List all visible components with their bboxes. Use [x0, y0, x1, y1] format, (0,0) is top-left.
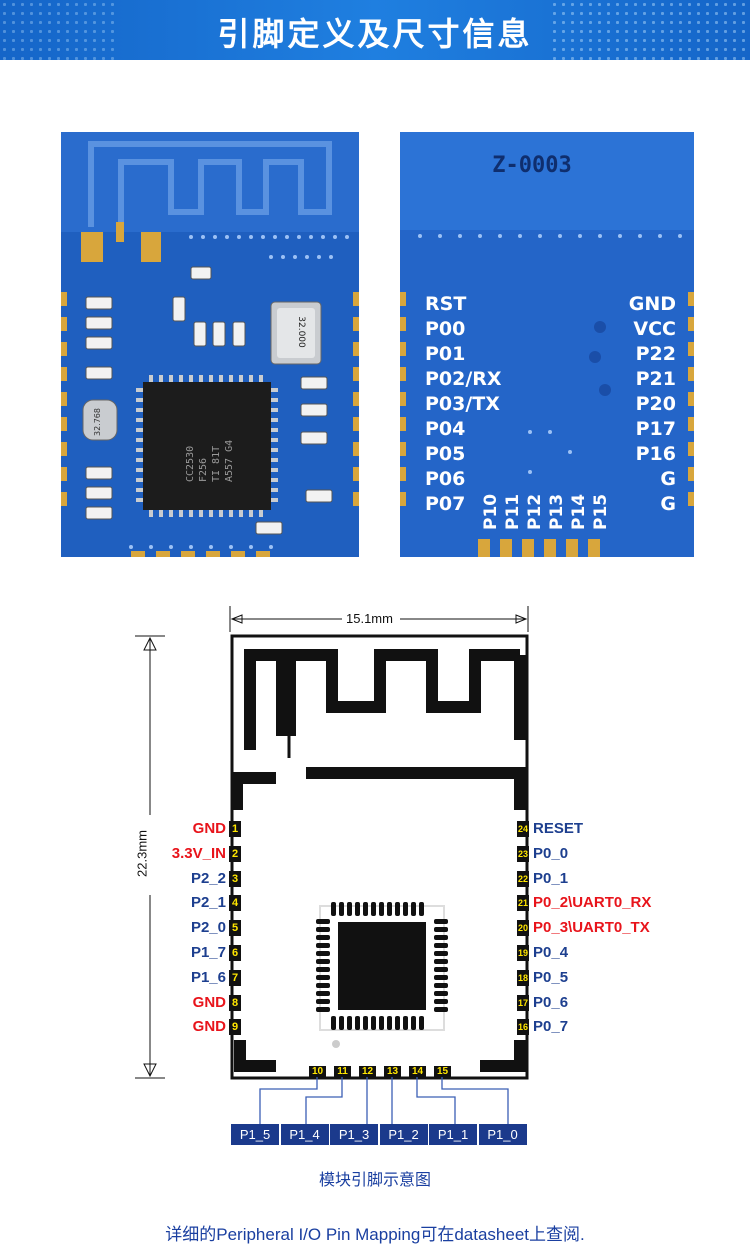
right-pin-label: P0_6: [533, 993, 569, 1011]
right-pin-label: P0_0: [533, 844, 569, 862]
svg-text:P20: P20: [636, 393, 676, 415]
footer-note: 详细的Peripheral I/O Pin Mapping可在datasheet…: [165, 1225, 585, 1244]
bottom-pin-label: P1_2: [379, 1124, 428, 1145]
left-pin-number: 9: [229, 1019, 241, 1036]
bottom-pin-number: 13: [384, 1066, 401, 1077]
bottom-pin-label: P1_4: [280, 1124, 329, 1145]
right-pin-number: 22: [517, 870, 529, 887]
left-pin-number: 1: [229, 821, 241, 837]
right-pin-label: P0_7: [533, 1018, 569, 1036]
right-pin-label: P0_2\UART0_RX: [533, 894, 652, 912]
svg-text:P06: P06: [425, 468, 465, 490]
bottom-pin-number: 12: [359, 1066, 376, 1077]
right-pin-number: 24: [517, 821, 529, 837]
svg-text:32.000: 32.000: [296, 316, 306, 348]
bottom-photo-left-labels: RST P00 P01 P02/RX P03/TX P04 P05 P06 P0…: [425, 293, 502, 515]
svg-text:P21: P21: [636, 368, 676, 390]
left-pin-number: 8: [229, 994, 241, 1011]
left-pin-number: 4: [229, 895, 241, 912]
svg-text:P14: P14: [569, 494, 589, 530]
left-pin-label: P2_2: [190, 869, 226, 887]
bottom-photo-right-labels: GND VCC P22 P21 P20 P17 P16 G G: [629, 293, 676, 515]
svg-text:P15: P15: [591, 494, 611, 530]
bottom-pin-number: 14: [409, 1066, 426, 1077]
right-pin-number: 16: [517, 1019, 529, 1036]
left-pin-label: GND: [192, 993, 226, 1011]
left-pin-number: 3: [229, 870, 241, 887]
svg-text:VCC: VCC: [633, 318, 676, 340]
svg-text:P22: P22: [636, 343, 676, 365]
svg-text:TI 81T: TI 81T: [211, 446, 222, 482]
bottom-pin-label: P1_5: [231, 1124, 279, 1145]
left-pin-label: P1_6: [190, 968, 226, 986]
left-pin-label: GND: [192, 820, 226, 837]
svg-text:32.768: 32.768: [93, 408, 102, 436]
svg-text:P02/RX: P02/RX: [425, 368, 502, 390]
module-id-text: Z-0003: [492, 153, 571, 178]
bottom-pin-number: 10: [309, 1066, 326, 1077]
svg-text:G: G: [660, 468, 676, 490]
left-pin-number: 5: [229, 920, 241, 937]
svg-text:P12: P12: [525, 494, 545, 530]
svg-text:P01: P01: [425, 343, 465, 365]
module-bottom-photo: Z-0003 RST P00 P01 P02/RX P03/TX P04 P05…: [400, 132, 694, 557]
bottom-pin-label: P1_1: [429, 1124, 477, 1145]
page-title: 引脚定义及尺寸信息: [217, 15, 533, 53]
bottom-photo-bottom-labels: P10 P11 P12 P13 P14 P15: [481, 494, 611, 530]
svg-text:P11: P11: [503, 494, 523, 530]
bottom-pin-number: 11: [334, 1066, 351, 1077]
svg-text:CC2530: CC2530: [185, 446, 196, 482]
svg-text:P03/TX: P03/TX: [425, 393, 500, 415]
right-pin-number: 20: [517, 920, 529, 937]
svg-text:P00: P00: [425, 318, 465, 340]
svg-text:P05: P05: [425, 443, 465, 465]
svg-text:P17: P17: [636, 418, 676, 440]
right-pin-number: 19: [517, 945, 529, 961]
right-pin-number: 17: [517, 994, 529, 1011]
svg-text:G: G: [660, 493, 676, 515]
right-pin-number: 21: [517, 895, 529, 912]
svg-text:RST: RST: [425, 293, 466, 315]
left-pin-label: 3.3V_IN: [171, 844, 226, 862]
right-pin-label: RESET: [533, 820, 584, 837]
right-pin-label: P0_4: [533, 944, 569, 961]
right-pin-label: P0_5: [533, 968, 569, 986]
left-pin-label: P1_7: [190, 944, 226, 961]
svg-text:F256: F256: [198, 458, 209, 482]
right-pin-number: 18: [517, 969, 529, 986]
right-pin-label: P0_3\UART0_TX: [533, 919, 650, 937]
header-banner: 引脚定义及尺寸信息: [0, 0, 750, 60]
bottom-pin-label: P1_0: [478, 1124, 527, 1145]
bottom-pin-number: 15: [434, 1066, 451, 1077]
left-pin-number: 6: [229, 945, 241, 961]
svg-text:A557 G4: A557 G4: [224, 440, 235, 482]
svg-text:P13: P13: [547, 494, 567, 530]
left-pin-label: P2_1: [190, 894, 226, 912]
left-pin-label: GND: [192, 1018, 226, 1036]
svg-text:P16: P16: [636, 443, 676, 465]
width-dimension-label: 15.1mm: [344, 611, 395, 626]
svg-text:GND: GND: [629, 293, 676, 315]
bottom-pin-label: P1_3: [330, 1124, 378, 1145]
left-pin-label: P2_0: [190, 919, 226, 937]
right-pin-number: 23: [517, 845, 529, 862]
left-pin-number: 7: [229, 969, 241, 986]
right-pin-label: P0_1: [533, 869, 569, 887]
left-pin-number: 2: [229, 845, 241, 862]
diagram-caption: 模块引脚示意图: [318, 1172, 431, 1189]
svg-text:P04: P04: [425, 418, 465, 440]
svg-text:P07: P07: [425, 493, 465, 515]
svg-text:P10: P10: [481, 494, 501, 530]
